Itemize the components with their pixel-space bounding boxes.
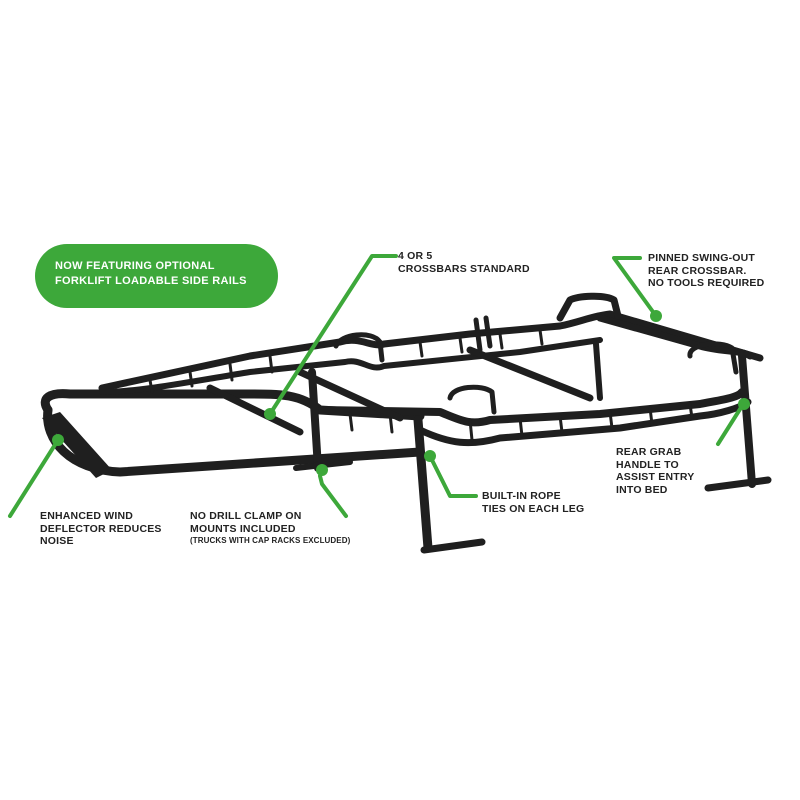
callout-crossbars-line-1: 4 OR 5 — [398, 250, 433, 262]
callout-grab-handle-line-2: HANDLE TO — [616, 458, 679, 471]
leader-dot-rope-ties — [424, 450, 436, 462]
near-top-rail — [316, 388, 746, 427]
callout-swing-out-line-3: NO TOOLS REQUIRED — [648, 277, 765, 289]
callout-crossbars-line-2: CROSSBARS STANDARD — [398, 262, 530, 275]
feature-badge: NOW FEATURING OPTIONAL FORKLIFT LOADABLE… — [35, 244, 278, 308]
leader-grab-handle — [716, 404, 744, 446]
callout-wind-deflector-line-1: ENHANCED WIND — [40, 510, 134, 522]
badge-line-2: FORKLIFT LOADABLE SIDE RAILS — [55, 275, 247, 287]
front-loop — [40, 389, 425, 421]
callout-rope-ties: BUILT-IN ROPE TIES ON EACH LEG — [482, 490, 584, 515]
callout-wind-deflector: ENHANCED WIND DEFLECTOR REDUCES NOISE — [40, 510, 162, 548]
leader-crossbars — [268, 254, 398, 416]
leader-swing-out — [612, 256, 658, 318]
callout-wind-deflector-line-3: NOISE — [40, 535, 74, 547]
callout-swing-out-line-2: REAR CROSSBAR. — [648, 264, 747, 277]
rear-upright — [473, 315, 493, 353]
rear-near-leg — [413, 415, 433, 553]
callout-rope-ties-line-1: BUILT-IN ROPE — [482, 490, 561, 502]
crossbar-2 — [296, 368, 404, 422]
callout-clamp-mounts-note: (TRUCKS WITH CAP RACKS EXCLUDED) — [190, 536, 351, 545]
leader-rope-ties — [428, 454, 478, 498]
badge-line-1: NOW FEATURING OPTIONAL — [55, 260, 215, 272]
mid-far-leg — [593, 341, 603, 401]
callout-grab-handle-line-1: REAR GRAB — [616, 446, 682, 458]
leader-dot-crossbars — [264, 408, 276, 420]
crossbar-4 — [596, 314, 754, 360]
callout-rope-ties-line-2: TIES ON EACH LEG — [482, 502, 585, 515]
callout-grab-handle-line-4: INTO BED — [616, 483, 668, 496]
callout-swing-out: PINNED SWING-OUT REAR CROSSBAR. NO TOOLS… — [648, 252, 764, 290]
wind-deflector — [42, 412, 112, 478]
front-leg — [308, 368, 322, 472]
crossbar-3 — [466, 346, 594, 402]
leader-dot-wind-deflector — [52, 434, 64, 446]
callout-wind-deflector-line-2: DEFLECTOR REDUCES — [40, 522, 162, 535]
callout-clamp-mounts: NO DRILL CLAMP ON MOUNTS INCLUDED (TRUCK… — [190, 510, 350, 548]
leader-wind-deflector — [8, 438, 60, 518]
handle-near-mid — [447, 384, 497, 415]
callout-grab-handle-line-3: ASSIST ENTRY — [616, 471, 695, 483]
handle-left — [333, 332, 385, 363]
far-top-rail — [98, 310, 764, 392]
leader-dot-grab-handle — [738, 398, 750, 410]
rear-near-foot — [420, 538, 486, 554]
leader-clamp-mounts — [318, 474, 348, 518]
far-rail-ties — [148, 328, 544, 394]
rear-frame — [556, 292, 622, 322]
callout-grab-handle: REAR GRAB HANDLE TO ASSIST ENTRY INTO BE… — [616, 446, 694, 496]
far-bottom-rail — [99, 337, 603, 395]
near-rail-ties — [348, 402, 694, 442]
rear-far-foot — [704, 476, 772, 492]
crossbar-1 — [206, 384, 304, 436]
leader-dot-clamp-mounts — [316, 464, 328, 476]
handle-right — [687, 341, 739, 375]
clamp-mount — [312, 454, 338, 470]
callout-clamp-mounts-line-2: MOUNTS INCLUDED — [190, 522, 296, 535]
callout-clamp-mounts-line-1: NO DRILL CLAMP ON — [190, 510, 302, 522]
rear-far-leg — [738, 352, 756, 488]
near-bottom-rail — [416, 398, 752, 447]
callout-swing-out-line-1: PINNED SWING-OUT — [648, 252, 756, 264]
leader-dot-swing-out — [650, 310, 662, 322]
callout-crossbars: 4 OR 5 CROSSBARS STANDARD — [398, 250, 530, 275]
